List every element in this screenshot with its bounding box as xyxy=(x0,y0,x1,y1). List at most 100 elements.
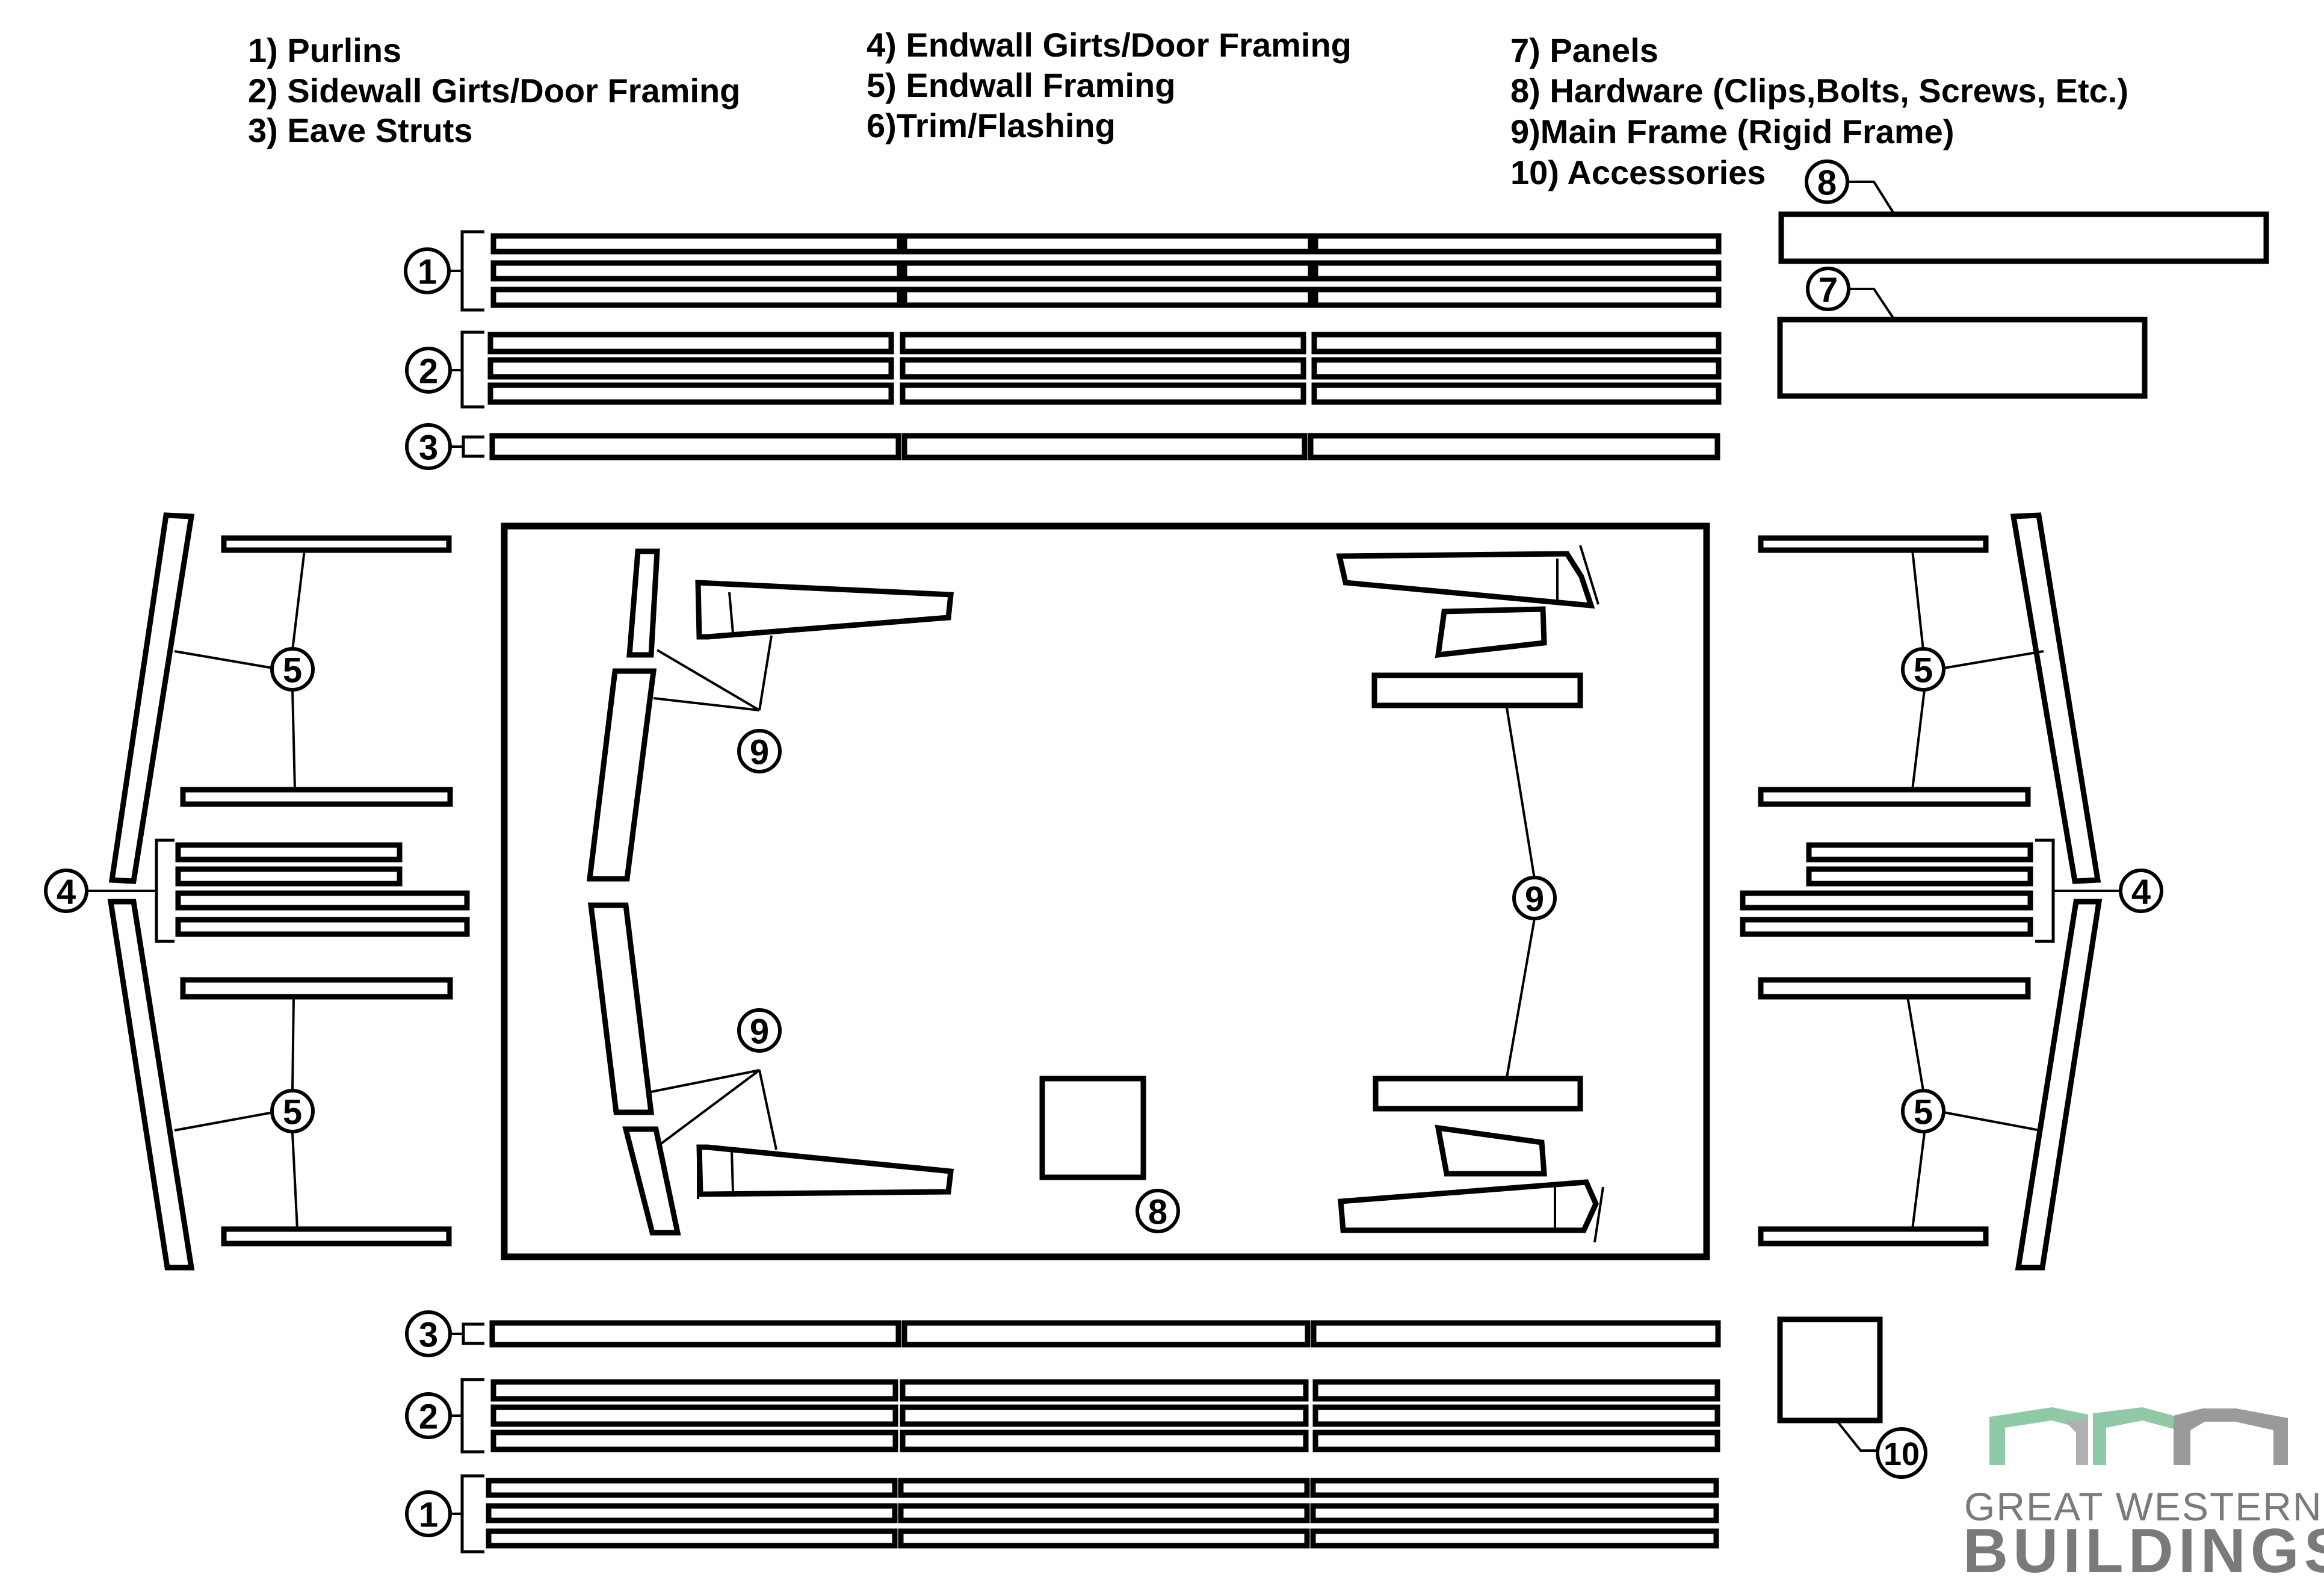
endwall-framing-bar xyxy=(180,977,453,1000)
leader-line xyxy=(1911,689,1926,790)
callout-marker-endwall-framing xyxy=(270,1089,315,1133)
girt-bar xyxy=(1312,1404,1720,1427)
callout-label: 4 xyxy=(57,873,76,912)
callout-marker-eave-struts xyxy=(405,1310,452,1357)
hardware-box-group: 8 xyxy=(1778,160,2269,264)
top-eave-struts-group: 3 xyxy=(405,423,1720,470)
callout-marker-eave-struts xyxy=(405,423,452,470)
legend-item-hardware: 8) Hardware (Clips,Bolts, Screws, Etc.) xyxy=(1510,72,2128,110)
bottom-sidewall-girts-group: 2 xyxy=(405,1378,1720,1454)
bracket xyxy=(460,1474,484,1554)
callout-label: 8 xyxy=(1148,1193,1167,1232)
legend-item-panels: 7) Panels xyxy=(1510,31,1658,69)
legend-item-eave-struts: 3) Eave Struts xyxy=(248,111,473,149)
endwall-framing-bar xyxy=(221,1226,452,1247)
legend-item-endwall-framing: 5) Endwall Framing xyxy=(867,66,1175,104)
callout-label: 9 xyxy=(750,1012,769,1052)
main-frame-right-upper: 9 xyxy=(1336,545,1599,1078)
callout-marker-main-frame xyxy=(737,729,782,773)
purlin-bar xyxy=(1312,233,1722,255)
endwall-column xyxy=(108,512,195,884)
leader-line xyxy=(1506,707,1536,879)
callout-marker-endwall-framing xyxy=(270,647,315,692)
leader-line xyxy=(651,1069,760,1093)
callout-label: 2 xyxy=(419,352,438,391)
leader-line xyxy=(1849,288,1896,321)
main-frame-left-lower: 9 xyxy=(587,902,954,1236)
legend-item-endwall-girts: 4) Endwall Girts/Door Framing xyxy=(867,26,1352,64)
endwall-girt-bar xyxy=(1740,917,2033,937)
leader-line xyxy=(291,1132,298,1230)
right-endwall-group: 5 4 5 xyxy=(1740,512,2163,1271)
leader-line xyxy=(1847,181,1896,215)
logo-text-top: GREAT WESTERN xyxy=(1964,1484,2323,1529)
endwall-framing-bar xyxy=(1758,1226,1989,1247)
endwall-girt-bar xyxy=(175,842,403,863)
eave-strut-bar xyxy=(489,1320,901,1348)
legend-item-sidewall-girts: 2) Sidewall Girts/Door Framing xyxy=(248,72,740,110)
purlin-bar xyxy=(898,1503,1310,1523)
beam-divider xyxy=(731,1150,734,1192)
callout-label: 5 xyxy=(283,651,302,690)
endwall-framing-bar xyxy=(1758,977,2031,1000)
haunch-piece xyxy=(1435,606,1547,658)
logo-roof-mark-green xyxy=(2093,1407,2174,1465)
eave-strut-bar xyxy=(1308,433,1720,460)
callout-marker-hardware xyxy=(1136,1189,1180,1233)
accessories-box-group: 10 xyxy=(1777,1316,1927,1479)
tapered-beam xyxy=(696,1144,954,1197)
tapered-beam xyxy=(1336,551,1595,609)
logo-roof-mark-gray xyxy=(2064,1420,2088,1465)
left-endwall-group: 5 4 5 xyxy=(44,512,470,1271)
purlin-bar xyxy=(901,260,1314,282)
column-piece xyxy=(586,668,657,882)
purlin-bar xyxy=(486,1528,898,1549)
bottom-eave-struts-group: 3 xyxy=(405,1310,1721,1357)
endwall-girt-bar xyxy=(175,866,403,887)
callout-label: 7 xyxy=(1819,271,1838,310)
callout-label: 8 xyxy=(1817,164,1837,203)
endwall-framing-bar xyxy=(221,535,452,553)
tapered-beam xyxy=(695,580,954,640)
girt-bar xyxy=(900,1379,1309,1402)
endwall-framing-bar xyxy=(1758,535,1989,553)
callout-label: 5 xyxy=(283,1093,302,1132)
leader-line xyxy=(658,1069,761,1146)
leader-line xyxy=(1943,1111,2041,1132)
purlin-bar xyxy=(490,287,903,308)
column-piece xyxy=(587,902,655,1115)
callout-marker-purlins xyxy=(405,1490,452,1537)
legend: 1) Purlins 2) Sidewall Girts/Door Framin… xyxy=(248,26,2128,191)
girt-bar xyxy=(490,1404,898,1427)
leader-line xyxy=(1911,550,1924,651)
leader-line xyxy=(174,650,274,669)
girt-bar xyxy=(900,382,1306,405)
callout-marker-sidewall-girts xyxy=(405,1392,452,1439)
endwall-column xyxy=(2010,512,2101,884)
endwall-column xyxy=(2015,899,2103,1271)
purlin-bar xyxy=(901,287,1314,308)
purlin-bar xyxy=(1310,1528,1719,1549)
panels-box xyxy=(1777,317,2148,399)
tapered-beam xyxy=(1338,1179,1599,1233)
girt-bar xyxy=(490,1430,898,1452)
endwall-girt-bar xyxy=(175,917,470,937)
great-western-logo: GREAT WESTERN BUILDINGS xyxy=(1963,1407,2324,1583)
leader-line xyxy=(758,635,773,711)
top-sidewall-girts-group: 2 xyxy=(405,330,1722,409)
purlin-bar xyxy=(1310,1503,1719,1523)
endwall-girt-bar xyxy=(1806,866,2033,887)
eave-strut-bar xyxy=(901,433,1308,460)
beam-end xyxy=(1593,1186,1604,1243)
callout-label: 2 xyxy=(419,1398,438,1437)
callout-label: 3 xyxy=(419,429,438,468)
endwall-framing-bar xyxy=(1758,787,2031,807)
beam-end xyxy=(1579,545,1599,605)
callout-marker-main-frame xyxy=(737,1008,782,1053)
leader-line xyxy=(174,1111,274,1132)
leader-line xyxy=(1835,1419,1881,1452)
beam-divider xyxy=(728,592,734,634)
endwall-girt-bar xyxy=(1806,842,2033,863)
leader-line xyxy=(656,649,761,711)
